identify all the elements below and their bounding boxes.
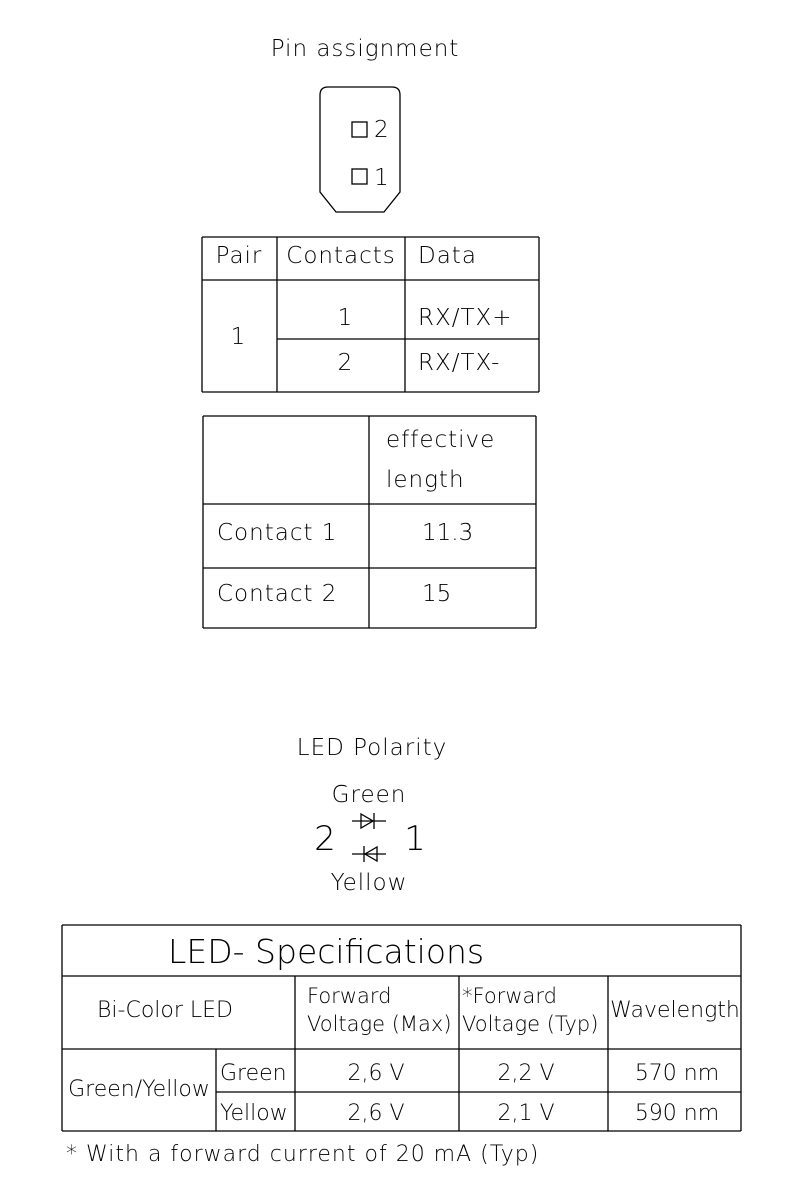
effective-length-label-1: Contact 1 [217,520,337,546]
pin-1-label: 1 [374,165,389,191]
effective-length-header-1: effective [386,427,495,453]
diode-green-icon [352,812,386,830]
led-spec-row-1-vmax: 2,6 V [347,1061,404,1086]
led-spec-row-1-vtyp: 2,2 V [497,1061,554,1086]
diode-yellow-icon [352,845,386,863]
pin-1-pad [351,168,368,185]
led-spec-col-vtyp-2: Voltage (Typ) [462,1012,598,1036]
led-spec-row-2-color: Yellow [220,1101,288,1126]
led-spec-col-vtyp-1: *Forward [462,984,557,1008]
led-spec-row-2-vmax: 2,6 V [347,1101,404,1126]
pin-table-pair-value: 1 [231,324,246,350]
led-spec-row-2-vtyp: 2,1 V [497,1101,554,1126]
led-spec-title: LED- Specifications [168,932,484,971]
led-spec-col-wavelength: Wavelength [610,998,740,1023]
led-spec-group-label: Green/Yellow [68,1077,210,1102]
effective-length-header-2: length [386,467,465,493]
led-polarity-yellow-label: Yellow [331,870,408,896]
pin-table-data-1: RX/TX+ [418,305,513,331]
pin-table [201,236,540,393]
led-spec-table [61,924,742,1132]
led-spec-footnote: * With a forward current of 20 mA (Typ) [66,1142,539,1167]
pin-table-data-2: RX/TX- [418,350,500,376]
pin-table-contact-1: 1 [338,305,353,331]
led-spec-col-vmax-2: Voltage (Max) [307,1012,452,1036]
effective-length-value-2: 15 [422,581,451,607]
led-polarity-pin-1: 1 [404,819,426,859]
led-polarity-pin-2: 2 [314,819,336,859]
led-polarity-green-label: Green [332,782,407,808]
effective-length-value-1: 11.3 [422,520,473,546]
connector-outline [319,86,401,213]
led-spec-row-2-wavelength: 590 nm [635,1101,719,1126]
pin-table-header-pair: Pair [216,243,263,269]
pin-2-pad [351,121,368,138]
led-spec-col-vmax-1: Forward [307,984,391,1008]
pin-2-label: 2 [374,117,389,143]
effective-length-table [202,415,537,629]
pin-table-header-contacts: Contacts [286,243,395,269]
pin-table-header-data: Data [418,243,477,269]
led-spec-col-bicolor: Bi-Color LED [97,998,233,1023]
led-polarity-title: LED Polarity [297,735,447,761]
led-spec-row-1-color: Green [220,1061,287,1086]
pin-assignment-title: Pin assignment [271,36,460,62]
pin-table-contact-2: 2 [338,350,353,376]
effective-length-label-2: Contact 2 [217,581,337,607]
led-spec-row-1-wavelength: 570 nm [635,1061,719,1086]
